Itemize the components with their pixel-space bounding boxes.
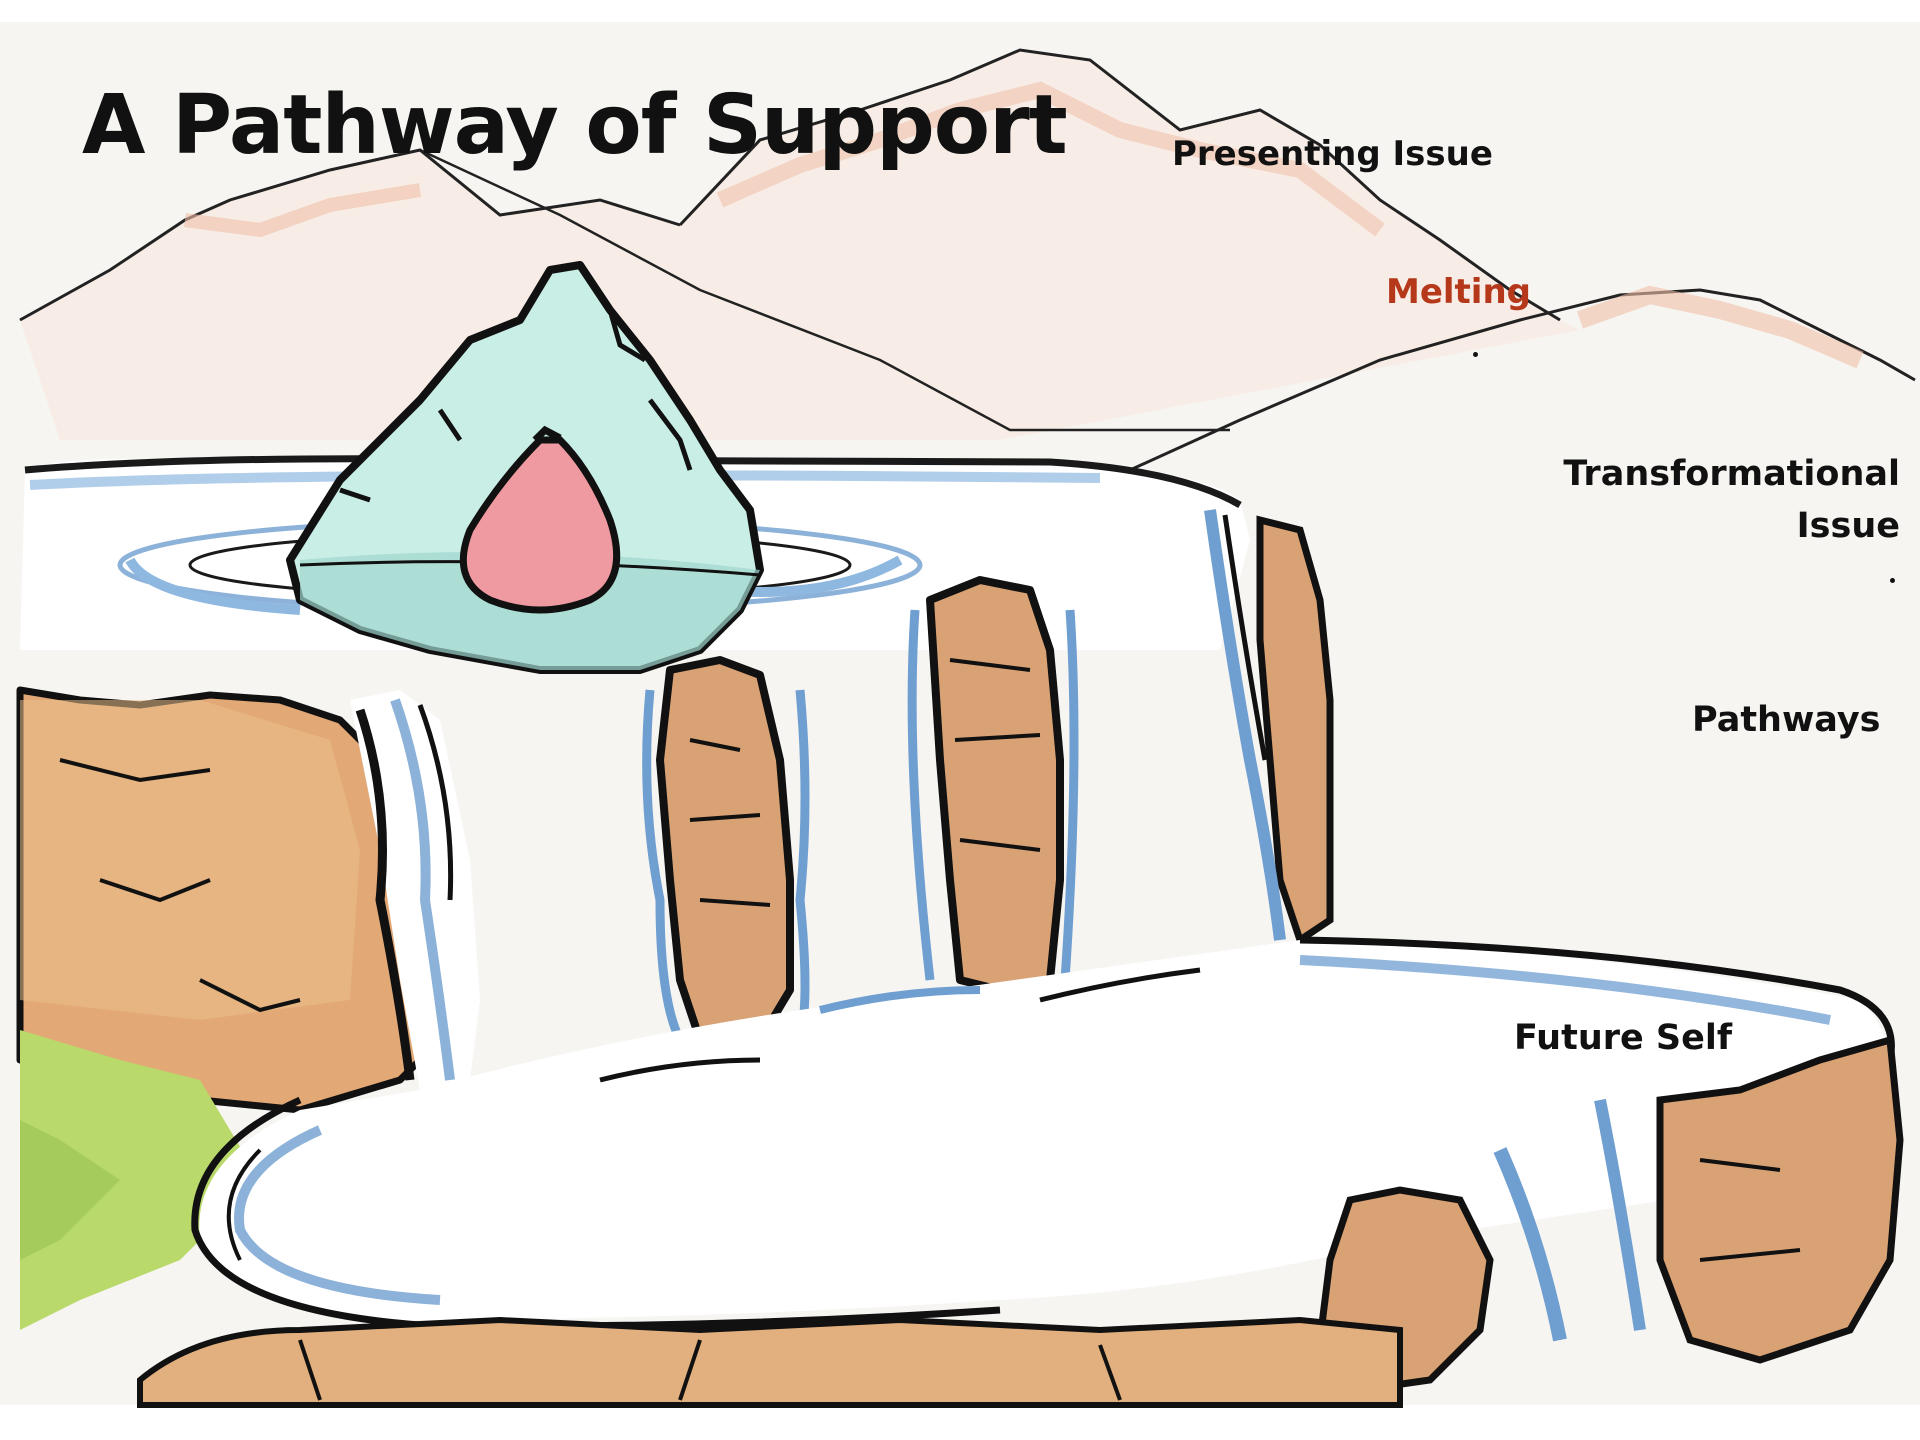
dot-marker bbox=[1890, 578, 1895, 583]
foreground-rocks bbox=[137, 1316, 1403, 1408]
page-title: A Pathway of Support bbox=[82, 78, 1068, 173]
right-upper-cliff bbox=[1204, 509, 1334, 946]
iceberg bbox=[286, 261, 764, 674]
pillar-2 bbox=[907, 576, 1079, 994]
label-transformational-issue: Transformational Issue bbox=[1563, 454, 1900, 546]
label-presenting-issue: Presenting Issue bbox=[1172, 134, 1493, 174]
pillar-1 bbox=[642, 656, 810, 1044]
label-pathways: Pathways bbox=[1692, 700, 1881, 740]
dot-marker bbox=[1473, 352, 1478, 357]
left-cliff bbox=[16, 686, 424, 1330]
label-future-self: Future Self bbox=[1514, 1018, 1733, 1058]
waterfall-left bbox=[350, 690, 480, 1090]
mountains bbox=[19, 48, 1916, 472]
label-melting: Melting bbox=[1386, 272, 1531, 312]
